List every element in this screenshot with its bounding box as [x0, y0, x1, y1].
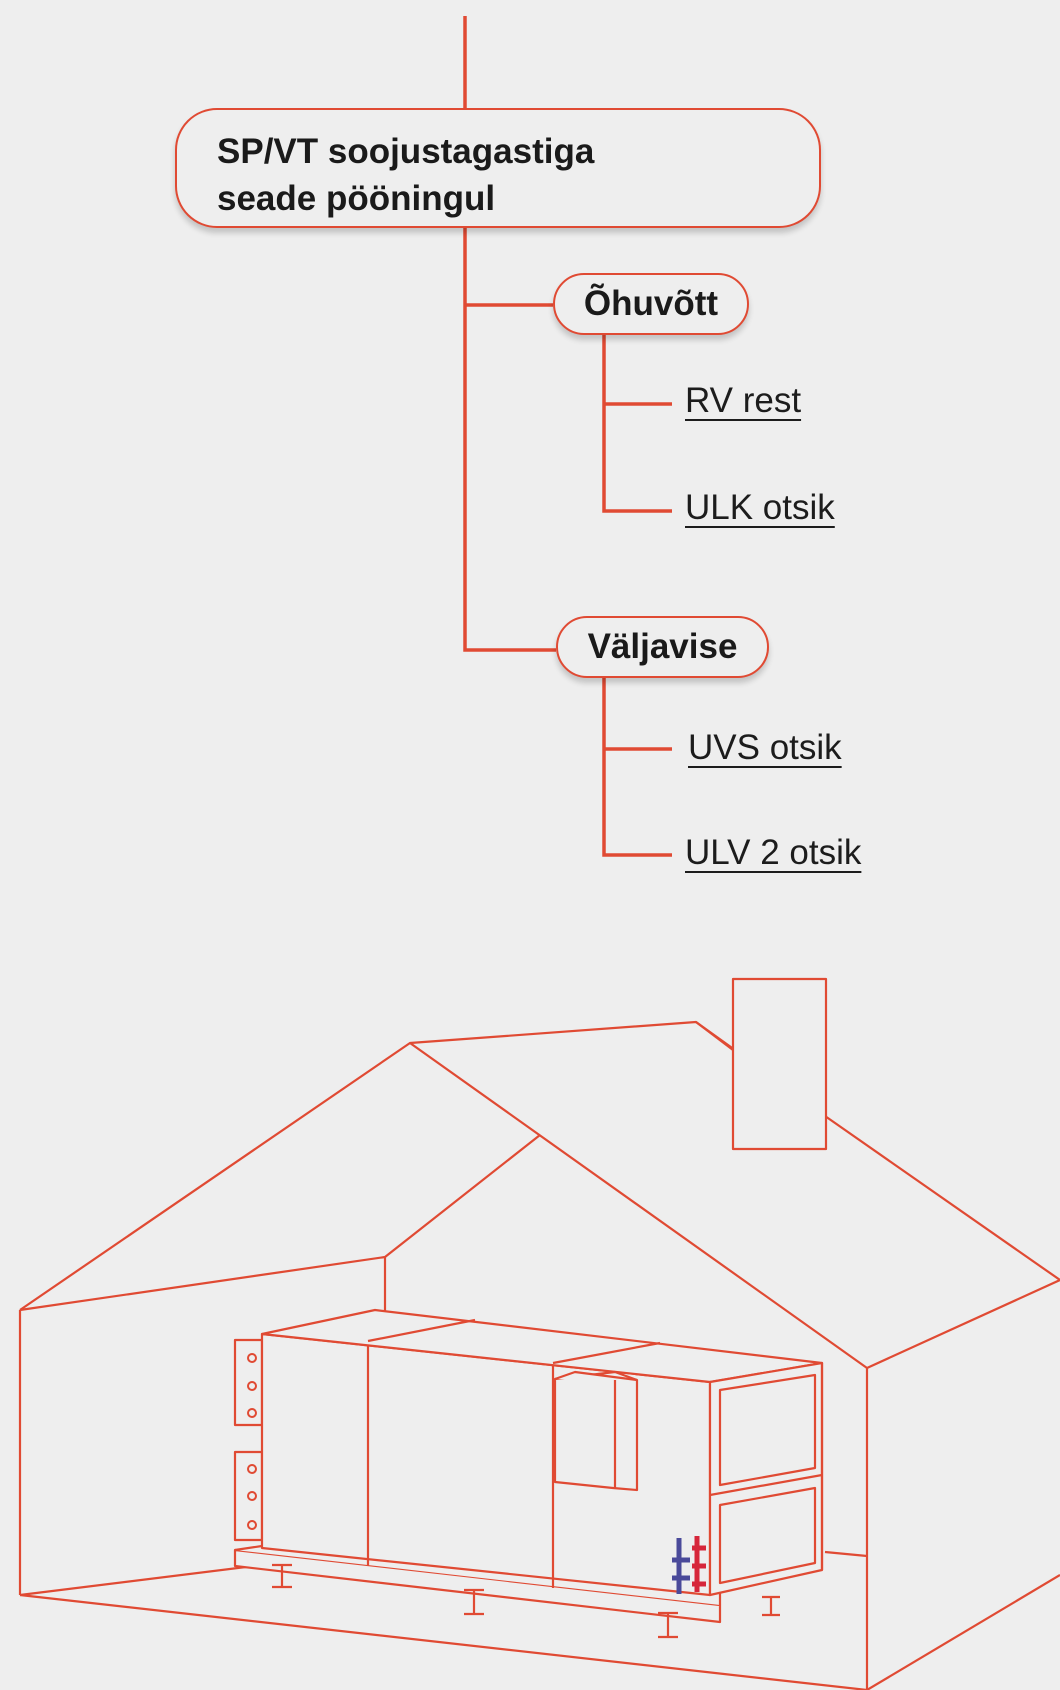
root-node: SP/VT soojustagastiga seade pööningul	[175, 108, 821, 228]
root-title-line-2: seade pööningul	[217, 179, 496, 218]
duct-port-circles	[247, 1353, 257, 1530]
branch-2-leaf-line	[602, 678, 672, 857]
link-ulv-2-otsik[interactable]: ULV 2 otsik	[685, 833, 862, 872]
roof-to-chimney-line	[695, 1021, 734, 1051]
pipe-connections	[672, 1536, 706, 1594]
unit-feet	[272, 1563, 780, 1639]
chimney	[731, 977, 828, 1151]
ventilation-unit	[233, 1308, 824, 1624]
branch-node-ohuvott: Õhuvõtt	[553, 273, 749, 335]
branch-node-valjavise: Väljavise	[556, 616, 769, 678]
link-rv-rest[interactable]: RV rest	[685, 381, 802, 420]
branch-1-leaf-line	[602, 335, 672, 513]
trunk-line	[463, 228, 556, 652]
link-uvs-otsik[interactable]: UVS otsik	[688, 728, 842, 767]
link-ulk-otsik[interactable]: ULK otsik	[685, 488, 835, 527]
root-title-line-1: SP/VT soojustagastiga	[217, 132, 595, 171]
